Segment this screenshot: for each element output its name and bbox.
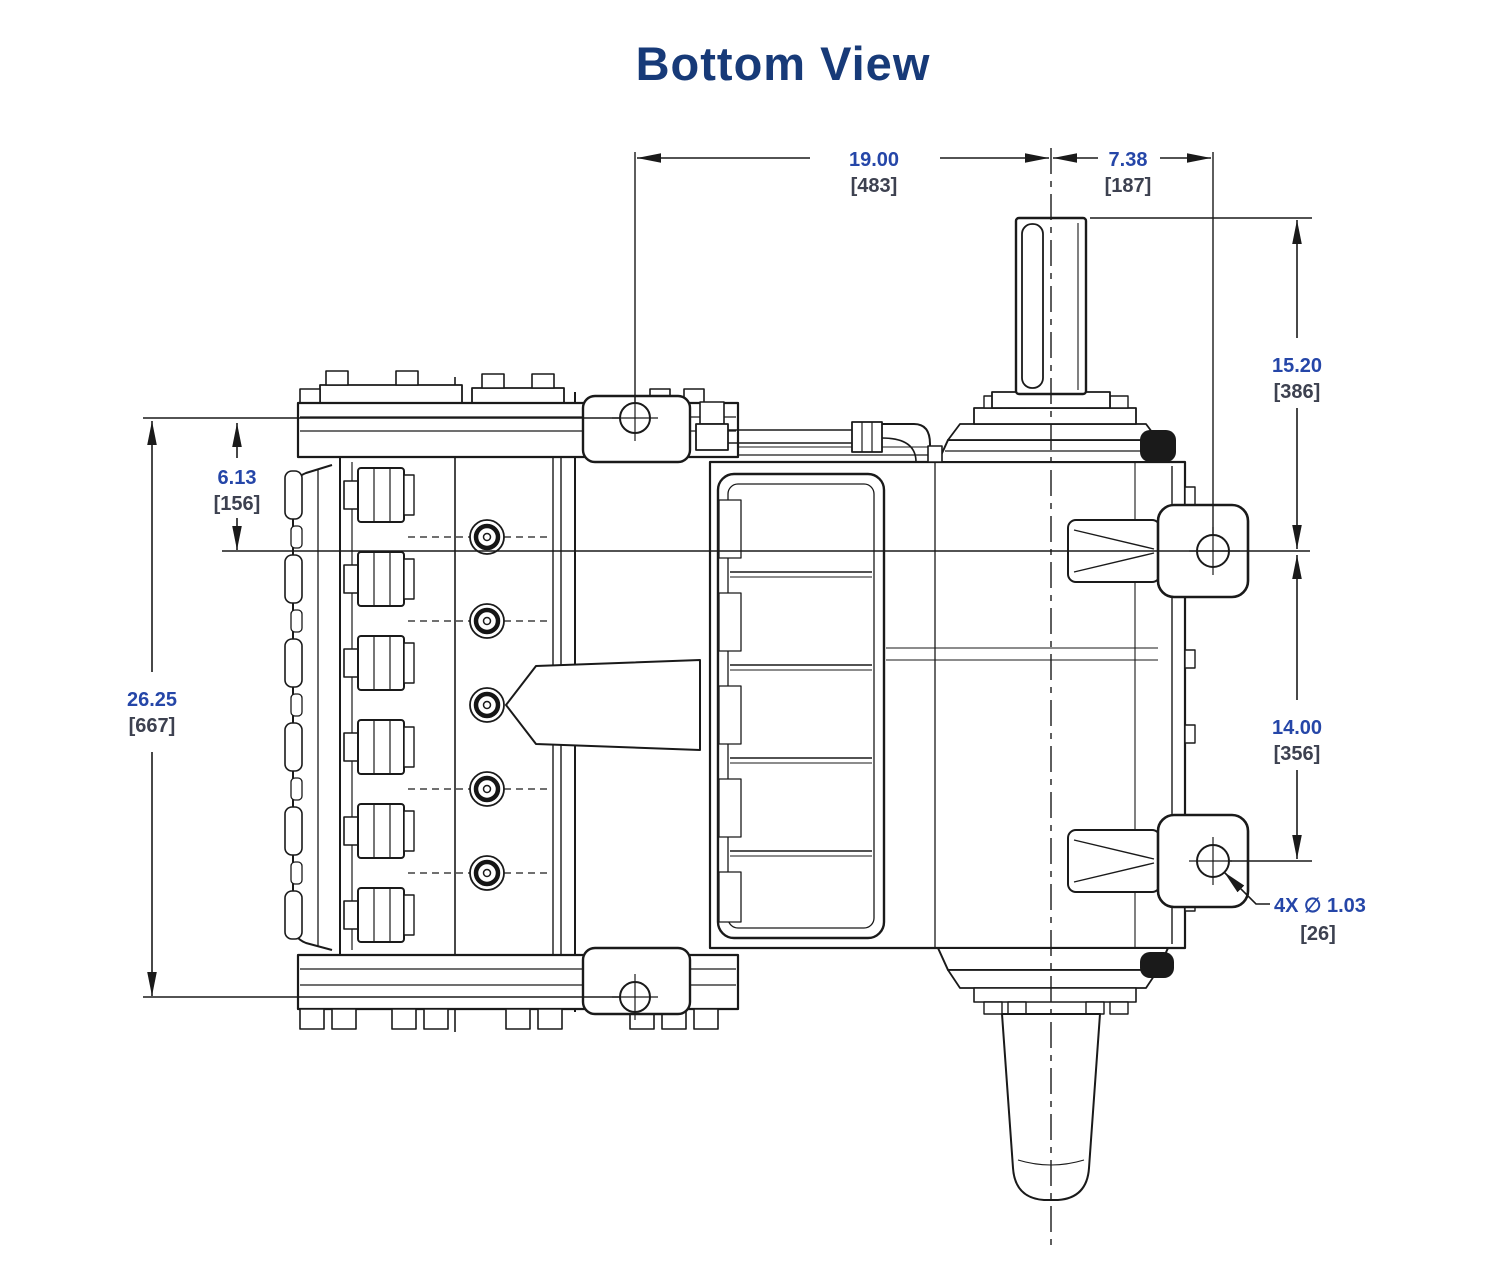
dim-26.25-label: 26.25 [127, 689, 177, 711]
cradle-plugs [469, 519, 505, 891]
centerlines-and-extensions [143, 148, 1312, 1245]
crankcase-cover-window [716, 472, 886, 940]
lube-line-pipe [695, 401, 931, 463]
note-4x-holes-line2: [26] [1300, 923, 1336, 945]
pump-bottom-view-drawing [284, 216, 1250, 1201]
dim-386-label: [386] [1274, 381, 1321, 403]
cylinder-hex-bolts [343, 467, 415, 943]
foot-gusset [1067, 829, 1161, 893]
page-title: Bottom View [636, 37, 931, 90]
dim-15.20-label: 15.20 [1272, 355, 1322, 377]
mounting-foot-bottom-middle [581, 946, 692, 1020]
dim-483-label: [483] [851, 175, 898, 197]
leader-mounting-holes [1223, 871, 1270, 905]
dim-156-label: [156] [214, 493, 261, 515]
note-4x-holes-line1: 4X ∅ 1.03 [1274, 895, 1366, 917]
dim-14.00-label: 14.00 [1272, 717, 1322, 739]
fluid-end-valve-covers [284, 464, 333, 951]
dim-19.00-label: 19.00 [849, 149, 899, 171]
dim-667-label: [667] [129, 715, 176, 737]
dim-6.13-label: 6.13 [218, 467, 257, 489]
dim-7.38-label: 7.38 [1109, 149, 1148, 171]
dim-187-label: [187] [1105, 175, 1152, 197]
dim-356-label: [356] [1274, 743, 1321, 765]
output-shaft-flange-bottom [937, 947, 1174, 1015]
crosshead-access-plate [505, 659, 701, 751]
input-shaft-flange-top [927, 391, 1176, 463]
mounting-foot-top-middle [581, 394, 692, 464]
shaft-keyway [1021, 223, 1044, 389]
